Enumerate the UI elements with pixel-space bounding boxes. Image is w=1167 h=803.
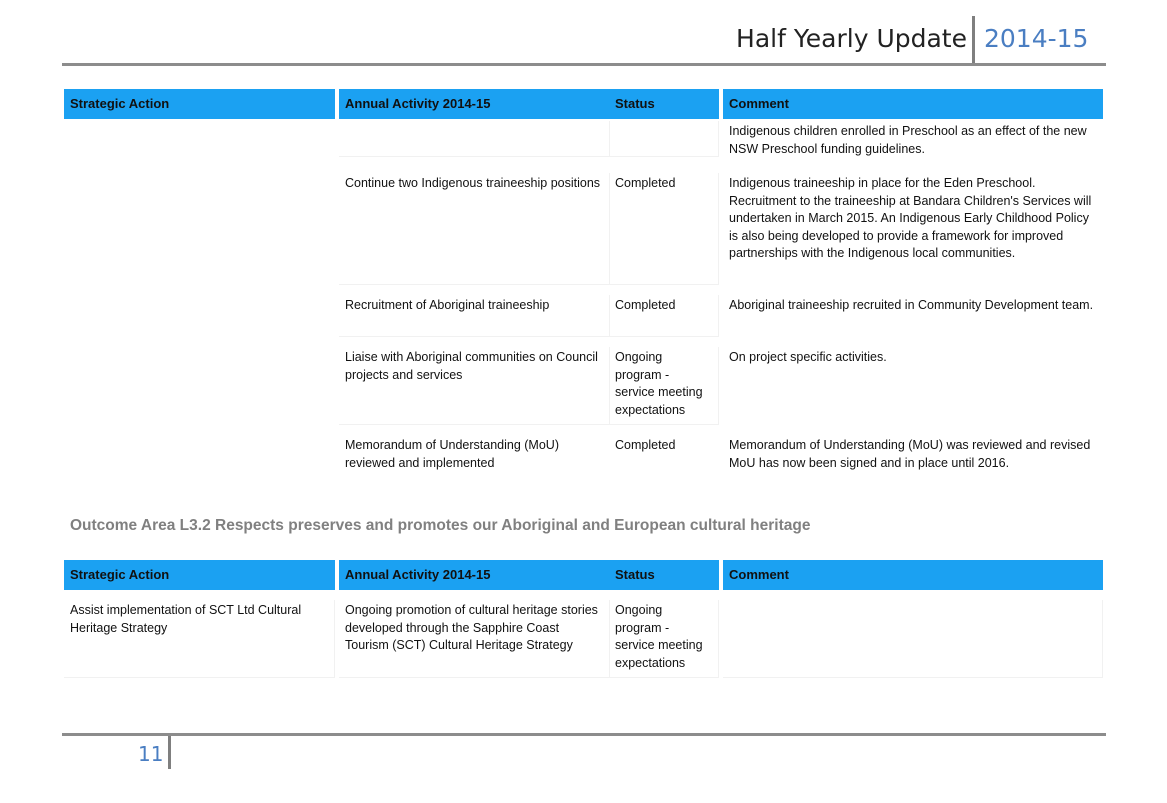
cell-activity: Ongoing promotion of cultural heritage s… [339, 600, 610, 678]
cell-action [64, 347, 335, 425]
cell-status: Ongoing program - service meeting expect… [609, 347, 719, 425]
cell-status [609, 121, 719, 157]
header-divider [972, 16, 975, 64]
table-row: Indigenous children enrolled in Preschoo… [64, 121, 1104, 157]
cell-status: Completed [615, 438, 676, 452]
cell-comment: Indigenous traineeship in place for the … [729, 176, 1092, 260]
cultural-heritage-table: Strategic Action Annual Activity 2014-15… [64, 560, 1104, 680]
page-number: 11 [138, 742, 164, 766]
page-header: Half Yearly Update 2014-15 [0, 14, 1167, 66]
cell-action: Assist implementation of SCT Ltd Cultura… [64, 600, 335, 678]
cell-action [64, 435, 335, 477]
cell-comment: Aboriginal traineeship recruited in Comm… [729, 298, 1094, 312]
header-status: Status [609, 560, 719, 590]
cell-comment [723, 600, 1103, 678]
table-row: Continue two Indigenous traineeship posi… [64, 173, 1104, 285]
header-strategic-action: Strategic Action [64, 560, 335, 590]
table-header-row: Strategic Action Annual Activity 2014-15… [64, 560, 1104, 590]
footer-divider [168, 736, 171, 769]
header-annual-activity: Annual Activity 2014-15 [339, 560, 610, 590]
document-year: 2014-15 [984, 24, 1089, 53]
footer-rule [62, 733, 1106, 736]
table-row: Liaise with Aboriginal communities on Co… [64, 347, 1104, 425]
cell-activity: Continue two Indigenous traineeship posi… [339, 173, 610, 285]
cell-status: Completed [609, 173, 719, 285]
cell-activity: Memorandum of Understanding (MoU) review… [345, 438, 559, 470]
header-comment: Comment [723, 89, 1103, 119]
cell-comment: On project specific activities. [729, 350, 887, 364]
cell-activity: Recruitment of Aboriginal traineeship [339, 295, 610, 337]
cell-action [64, 173, 335, 285]
header-annual-activity: Annual Activity 2014-15 [339, 89, 610, 119]
cell-activity: Liaise with Aboriginal communities on Co… [339, 347, 610, 425]
table-row: Assist implementation of SCT Ltd Cultura… [64, 600, 1104, 678]
cell-action [64, 295, 335, 337]
table-row: Recruitment of Aboriginal traineeship Co… [64, 295, 1104, 337]
header-status: Status [609, 89, 719, 119]
outcome-area-heading: Outcome Area L3.2 Respects preserves and… [70, 517, 811, 534]
strategic-actions-table: Strategic Action Annual Activity 2014-15… [64, 89, 1104, 479]
table-row: Memorandum of Understanding (MoU) review… [64, 435, 1104, 477]
header-comment: Comment [723, 560, 1103, 590]
document-title: Half Yearly Update [736, 24, 967, 53]
cell-action [64, 121, 335, 157]
table-header-row: Strategic Action Annual Activity 2014-15… [64, 89, 1104, 119]
cell-status: Ongoing program - service meeting expect… [609, 600, 719, 678]
cell-status: Completed [609, 295, 719, 337]
cell-activity [339, 121, 610, 157]
cell-comment: Memorandum of Understanding (MoU) was re… [729, 438, 1091, 470]
cell-comment: Indigenous children enrolled in Preschoo… [729, 124, 1087, 156]
header-strategic-action: Strategic Action [64, 89, 335, 119]
header-rule [62, 63, 1106, 66]
